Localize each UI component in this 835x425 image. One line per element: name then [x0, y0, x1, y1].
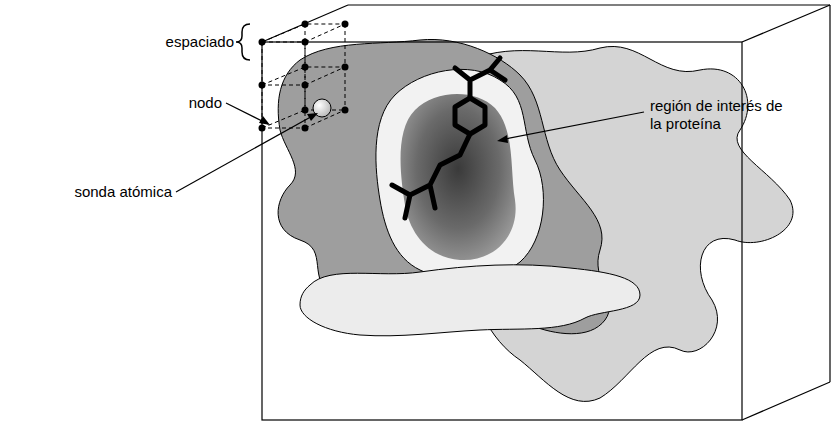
- protein-surface-lower: [300, 265, 640, 336]
- grid-box: [262, 5, 830, 420]
- region-of-interest: [376, 69, 544, 279]
- region-label: región de interés de la proteína: [650, 97, 790, 133]
- spacing-brace: [236, 24, 250, 60]
- leader-lines: [176, 103, 644, 192]
- probe-label: sonda atómica: [60, 183, 172, 201]
- binding-pocket: [401, 94, 516, 260]
- node-label: nodo: [180, 94, 222, 112]
- leader-heads: [259, 113, 508, 143]
- spacing-label: espaciado: [158, 33, 234, 51]
- grid-lattice: [262, 24, 345, 128]
- ligand-molecule: [392, 58, 505, 218]
- grid-nodes: [259, 21, 349, 132]
